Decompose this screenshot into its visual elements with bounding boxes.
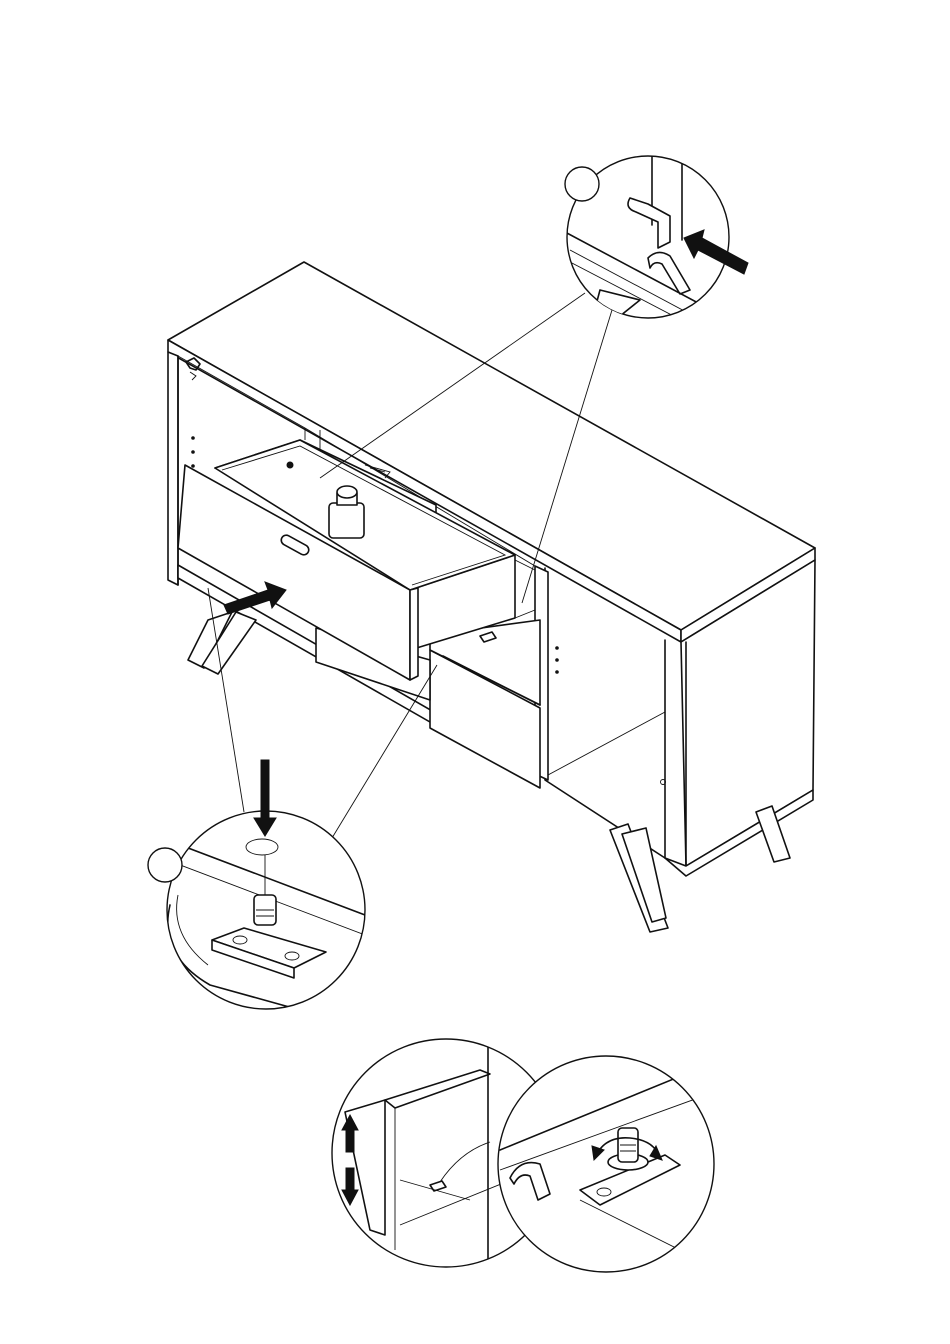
top-detail-callout	[565, 154, 748, 335]
bottom-detail-callout	[148, 760, 365, 1010]
callout-number-2	[148, 848, 182, 882]
adjustment-detail	[332, 1039, 720, 1272]
callout-number-1	[565, 167, 599, 201]
left-side-panel	[168, 352, 178, 585]
